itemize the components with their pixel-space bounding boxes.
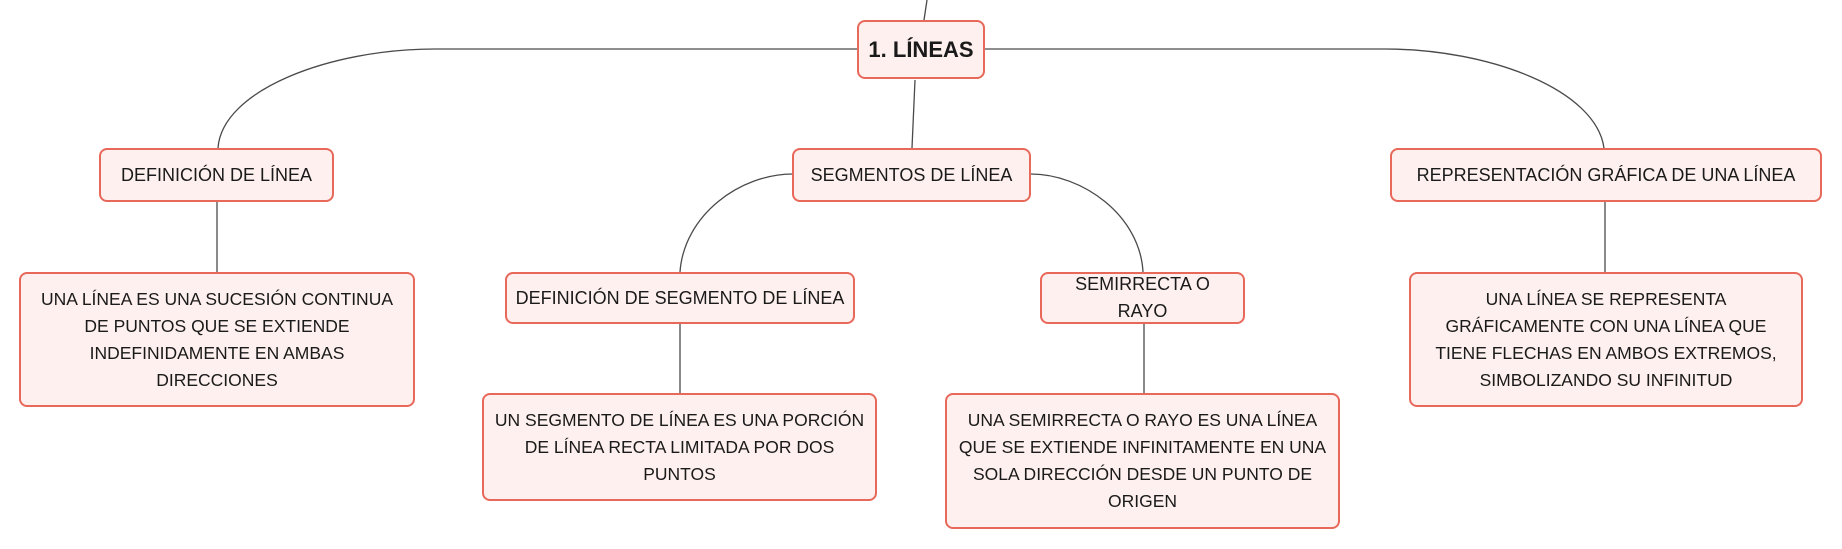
representacion-grafica-label: REPRESENTACIÓN GRÁFICA DE UNA LÍNEA <box>1416 164 1796 185</box>
root-label: 1. LÍNEAS <box>868 37 974 62</box>
definicion-segmento-detail-node[interactable]: UN SEGMENTO DE LÍNEA ES UNA PORCIÓN DE L… <box>482 393 877 501</box>
representacion-grafica-detail-node[interactable]: UNA LÍNEA SE REPRESENTA GRÁFICAMENTE CON… <box>1409 272 1803 407</box>
segmentos-linea-node[interactable]: SEGMENTOS DE LÍNEA <box>792 148 1031 202</box>
segmentos-linea-label: SEGMENTOS DE LÍNEA <box>810 164 1013 185</box>
semirrecta-rayo-node[interactable]: SEMIRRECTA O RAYO <box>1040 272 1245 324</box>
connector-root-segmentos <box>911 79 916 149</box>
semirrecta-rayo-detail-text: UNA SEMIRRECTA O RAYO ES UNA LÍNEA QUE S… <box>958 410 1327 511</box>
definicion-linea-label: DEFINICIÓN DE LÍNEA <box>120 164 313 185</box>
connector-parent-root <box>923 0 928 21</box>
definicion-linea-detail-node[interactable]: UNA LÍNEA ES UNA SUCESIÓN CONTINUA DE PU… <box>19 272 415 407</box>
connector-segmentos-defseg <box>679 173 794 273</box>
connector-segmentos-semirrecta <box>1030 173 1144 273</box>
definicion-linea-node[interactable]: DEFINICIÓN DE LÍNEA <box>99 148 334 202</box>
definicion-linea-detail-text: UNA LÍNEA ES UNA SUCESIÓN CONTINUA DE PU… <box>40 288 394 390</box>
definicion-segmento-label: DEFINICIÓN DE SEGMENTO DE LÍNEA <box>515 287 845 308</box>
root-node[interactable]: 1. LÍNEAS <box>857 20 985 79</box>
representacion-grafica-node[interactable]: REPRESENTACIÓN GRÁFICA DE UNA LÍNEA <box>1390 148 1822 202</box>
definicion-segmento-detail-text: UN SEGMENTO DE LÍNEA ES UNA PORCIÓN DE L… <box>494 409 865 484</box>
definicion-segmento-node[interactable]: DEFINICIÓN DE SEGMENTO DE LÍNEA <box>505 272 855 324</box>
connector-root-definicion <box>217 48 858 149</box>
representacion-grafica-detail-text: UNA LÍNEA SE REPRESENTA GRÁFICAMENTE CON… <box>1435 288 1777 390</box>
semirrecta-rayo-label: SEMIRRECTA O RAYO <box>1075 274 1210 321</box>
connector-root-representacion <box>985 48 1605 149</box>
semirrecta-rayo-detail-node[interactable]: UNA SEMIRRECTA O RAYO ES UNA LÍNEA QUE S… <box>945 393 1340 529</box>
